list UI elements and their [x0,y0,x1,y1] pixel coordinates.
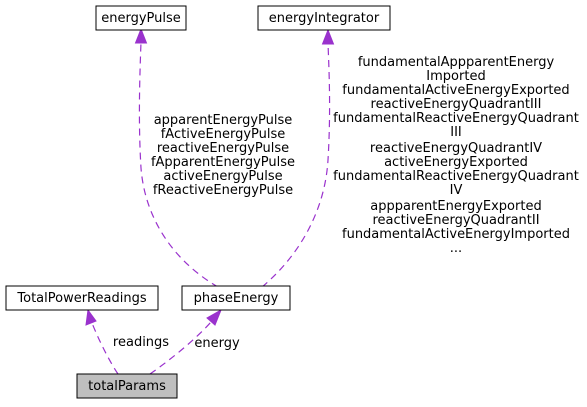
edge-label-energy: energy [194,336,240,351]
edge-energy-integrator [261,28,335,288]
edge-label-pulse: apparentEnergyPulse [154,113,293,128]
edge-energy-pulse [134,27,219,288]
edge-label-integrator: activeEnergyExported [384,155,528,170]
edge-line-energy [149,321,212,375]
edge-label-integrator: fundamentalReactiveEnergyQuadrant [333,169,579,184]
edge-label-integrator: IV [450,183,463,198]
node-total-params-label: totalParams [88,379,166,394]
node-energy-integrator[interactable]: energyIntegrator [257,5,391,31]
edge-line-readings [91,322,119,375]
node-energy-integrator-label: energyIntegrator [269,11,380,26]
edge-energy [149,308,222,375]
edge-label-integrator: fundamentalActiveEnergyExported [342,83,569,98]
edge-label-group-pulse: apparentEnergyPulse fActiveEnergyPulse r… [151,113,295,198]
edge-label-integrator: appparentEnergyExported [370,199,541,214]
edge-label-integrator: Imported [426,69,485,84]
arrow-head-energy-pulse [134,27,148,44]
edge-label-integrator: reactiveEnergyQuadrantII [372,213,539,228]
edge-label-integrator: III [450,125,462,140]
node-total-power-readings[interactable]: TotalPowerReadings [5,285,159,311]
edge-label-integrator: reactiveEnergyQuadrantIV [370,141,542,156]
edge-label-pulse: fReactiveEnergyPulse [153,183,293,198]
edge-label-readings: readings [113,335,169,350]
edge-label-integrator: ... [450,241,462,256]
node-energy-pulse[interactable]: energyPulse [95,5,187,31]
arrow-head-readings [85,308,97,326]
edge-label-pulse: fActiveEnergyPulse [161,127,286,142]
arrow-head-energy [206,308,222,326]
node-total-power-readings-label: TotalPowerReadings [16,291,146,306]
node-energy-pulse-label: energyPulse [101,11,181,26]
node-phase-energy-label: phaseEnergy [194,291,279,306]
edge-line-energy-pulse [138,41,219,288]
edge-label-pulse: activeEnergyPulse [163,169,282,184]
edge-label-pulse: reactiveEnergyPulse [157,141,289,156]
edge-label-integrator: fundamentalReactiveEnergyQuadrant [333,111,579,126]
node-phase-energy[interactable]: phaseEnergy [181,285,291,311]
edge-label-group-integrator: fundamentalAppparentEnergy Imported fund… [333,55,579,256]
edge-readings [85,308,119,375]
edge-label-integrator: fundamentalActiveEnergyImported [342,227,570,242]
edge-line-energy-integrator [261,42,331,288]
arrow-head-energy-integrator [321,28,335,45]
edge-label-integrator: fundamentalAppparentEnergy [358,55,555,70]
edge-label-pulse: fApparentEnergyPulse [151,155,295,170]
edge-label-integrator: reactiveEnergyQuadrantIII [371,97,542,112]
node-total-params[interactable]: totalParams [76,373,178,399]
